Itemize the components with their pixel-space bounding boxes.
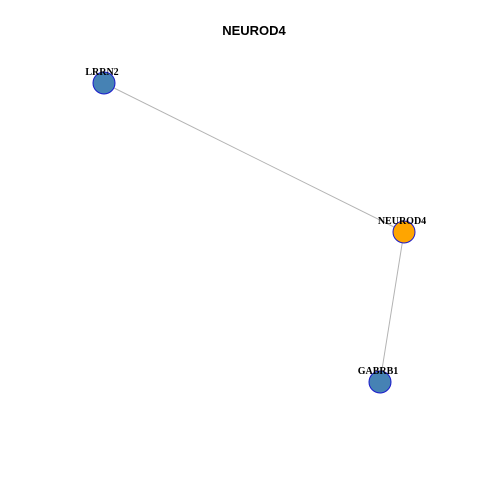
node-gabrb1: GABRB1 xyxy=(358,366,399,394)
edge-neurod4-gabrb1 xyxy=(379,231,405,383)
edge-lrrn2-neurod4 xyxy=(103,82,405,233)
node-neurod4: NEUROD4 xyxy=(378,216,426,244)
node-circle-lrrn2 xyxy=(92,71,116,95)
node-label-neurod4: NEUROD4 xyxy=(378,216,426,227)
graph-title: NEUROD4 xyxy=(222,23,286,38)
node-circle-gabrb1 xyxy=(368,370,392,394)
node-circle-neurod4 xyxy=(392,220,416,244)
node-lrrn2: LRRN2 xyxy=(85,67,119,95)
node-label-lrrn2: LRRN2 xyxy=(85,67,118,78)
edges-layer xyxy=(103,82,405,383)
node-label-gabrb1: GABRB1 xyxy=(358,366,399,377)
